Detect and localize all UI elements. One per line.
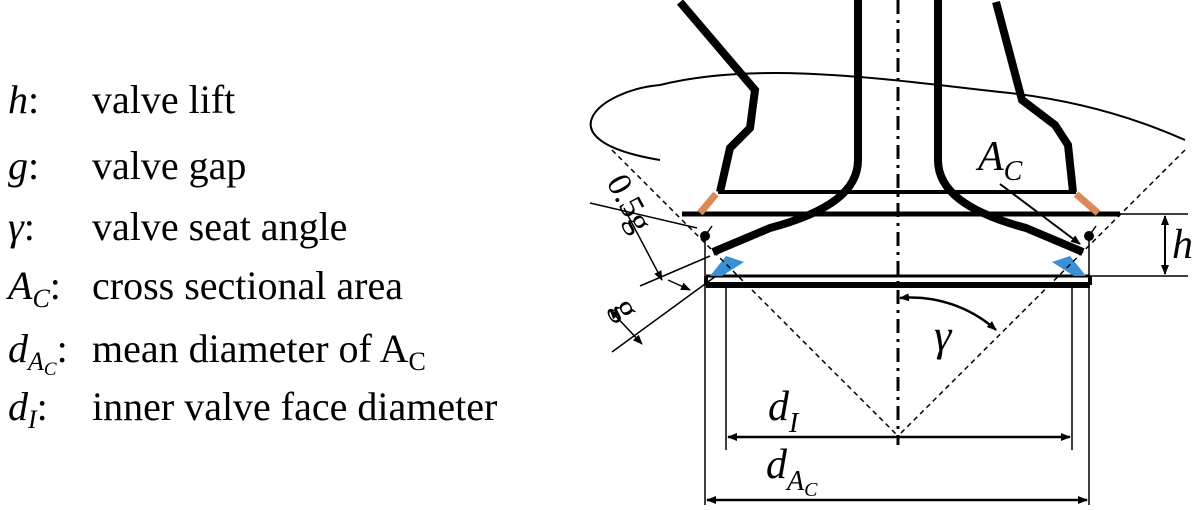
gap-arrow-tail xyxy=(667,279,691,291)
port-wall-left xyxy=(676,0,760,193)
gap-dimension-arrow xyxy=(609,309,643,345)
half-gap-label: 0.5g xyxy=(599,168,660,238)
legend-symbol: γ: xyxy=(8,204,35,249)
ac-label: AC xyxy=(975,134,1023,187)
half-gap-extension-top xyxy=(589,202,698,229)
gamma-arc xyxy=(899,293,997,331)
legend-description: mean diameter of AC xyxy=(92,326,426,377)
legend-symbol: h: xyxy=(8,77,40,122)
di-label: dI xyxy=(768,384,800,439)
seat-point-right-tick xyxy=(1088,225,1097,237)
legend-description: valve lift xyxy=(92,77,236,122)
legend: h: valve lift g: valve gap γ: valve seat angl… xyxy=(8,77,498,435)
ac-leader xyxy=(999,183,1081,245)
legend-symbol: AC: xyxy=(8,263,61,314)
half-gap-extension-bottom xyxy=(639,255,711,287)
orange-seat-left xyxy=(697,191,719,216)
valve-stem-left xyxy=(711,0,862,256)
legend-symbol: dI: xyxy=(8,384,48,435)
valve-stem-right xyxy=(934,0,1085,256)
half-gap-dimension-arrow xyxy=(623,207,663,281)
dac-label: dAC xyxy=(766,442,818,501)
seat-angle-line-right xyxy=(897,149,1186,437)
gap-label: g xyxy=(605,291,649,326)
seat-point-left-tick xyxy=(704,225,713,237)
legend-symbol: g: xyxy=(8,143,40,188)
legend-description: inner valve face diameter xyxy=(92,384,498,429)
legend-symbol: dAC: xyxy=(8,326,68,381)
legend-description: cross sectional area xyxy=(92,263,403,308)
seat-angle-line-left xyxy=(611,149,899,437)
orange-seat-right xyxy=(1073,191,1101,216)
legend-description: valve gap xyxy=(92,143,247,188)
legend-description: valve seat angle xyxy=(92,204,348,249)
h-label: h xyxy=(1172,222,1193,268)
port-wall-right xyxy=(992,0,1077,193)
gamma-label: γ xyxy=(934,311,953,360)
port-outline xyxy=(589,72,1186,161)
